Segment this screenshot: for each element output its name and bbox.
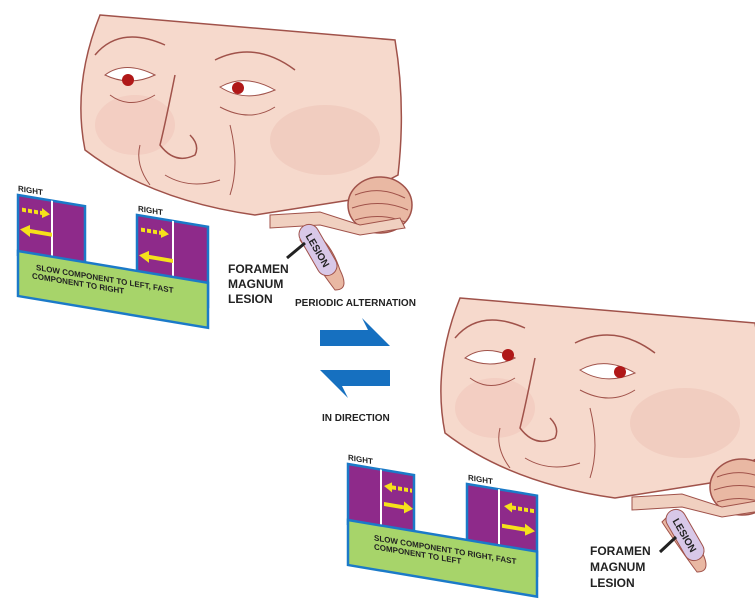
bottom-nystagmus-panel: RIGHT LEFT RIGHT LEFT SLOW COMPONENT TO … [346,453,539,599]
top-lesion-label-1: FORAMEN [228,262,289,276]
eye-icon [614,366,626,378]
periodic-alternation-label: PERIODIC ALTERNATION [295,298,416,309]
alternation-arrows: PERIODIC ALTERNATION IN DIRECTION [295,298,416,424]
eye-icon [232,82,244,94]
top-face-illustration: LESION FORAMEN MAGNUM LESION [80,14,413,306]
in-direction-label: IN DIRECTION [322,413,390,424]
eye-icon [122,74,134,86]
top-lesion-label-2: MAGNUM [228,277,283,291]
top-lesion-label-3: LESION [228,292,273,306]
arrow-left-icon [320,370,390,398]
bottom-lesion-label-3: LESION [590,576,635,590]
bottom-lesion-label-1: FORAMEN [590,544,651,558]
bottom-lesion: LESION [665,508,705,562]
arrow-right-icon [320,318,390,346]
svg-text:RIGHT: RIGHT [468,473,493,486]
svg-text:RIGHT: RIGHT [138,204,163,217]
eye-icon [502,349,514,361]
bottom-lesion-label-2: MAGNUM [590,560,645,574]
top-lesion: LESION [298,223,338,277]
svg-text:RIGHT: RIGHT [348,453,373,466]
bottom-face-illustration: LESION FORAMEN MAGNUM LESION [440,297,755,590]
top-nystagmus-panel: RIGHT LEFT RIGHT LEFT SLOW COMPONENT TO … [16,184,210,330]
svg-text:RIGHT: RIGHT [18,184,43,197]
